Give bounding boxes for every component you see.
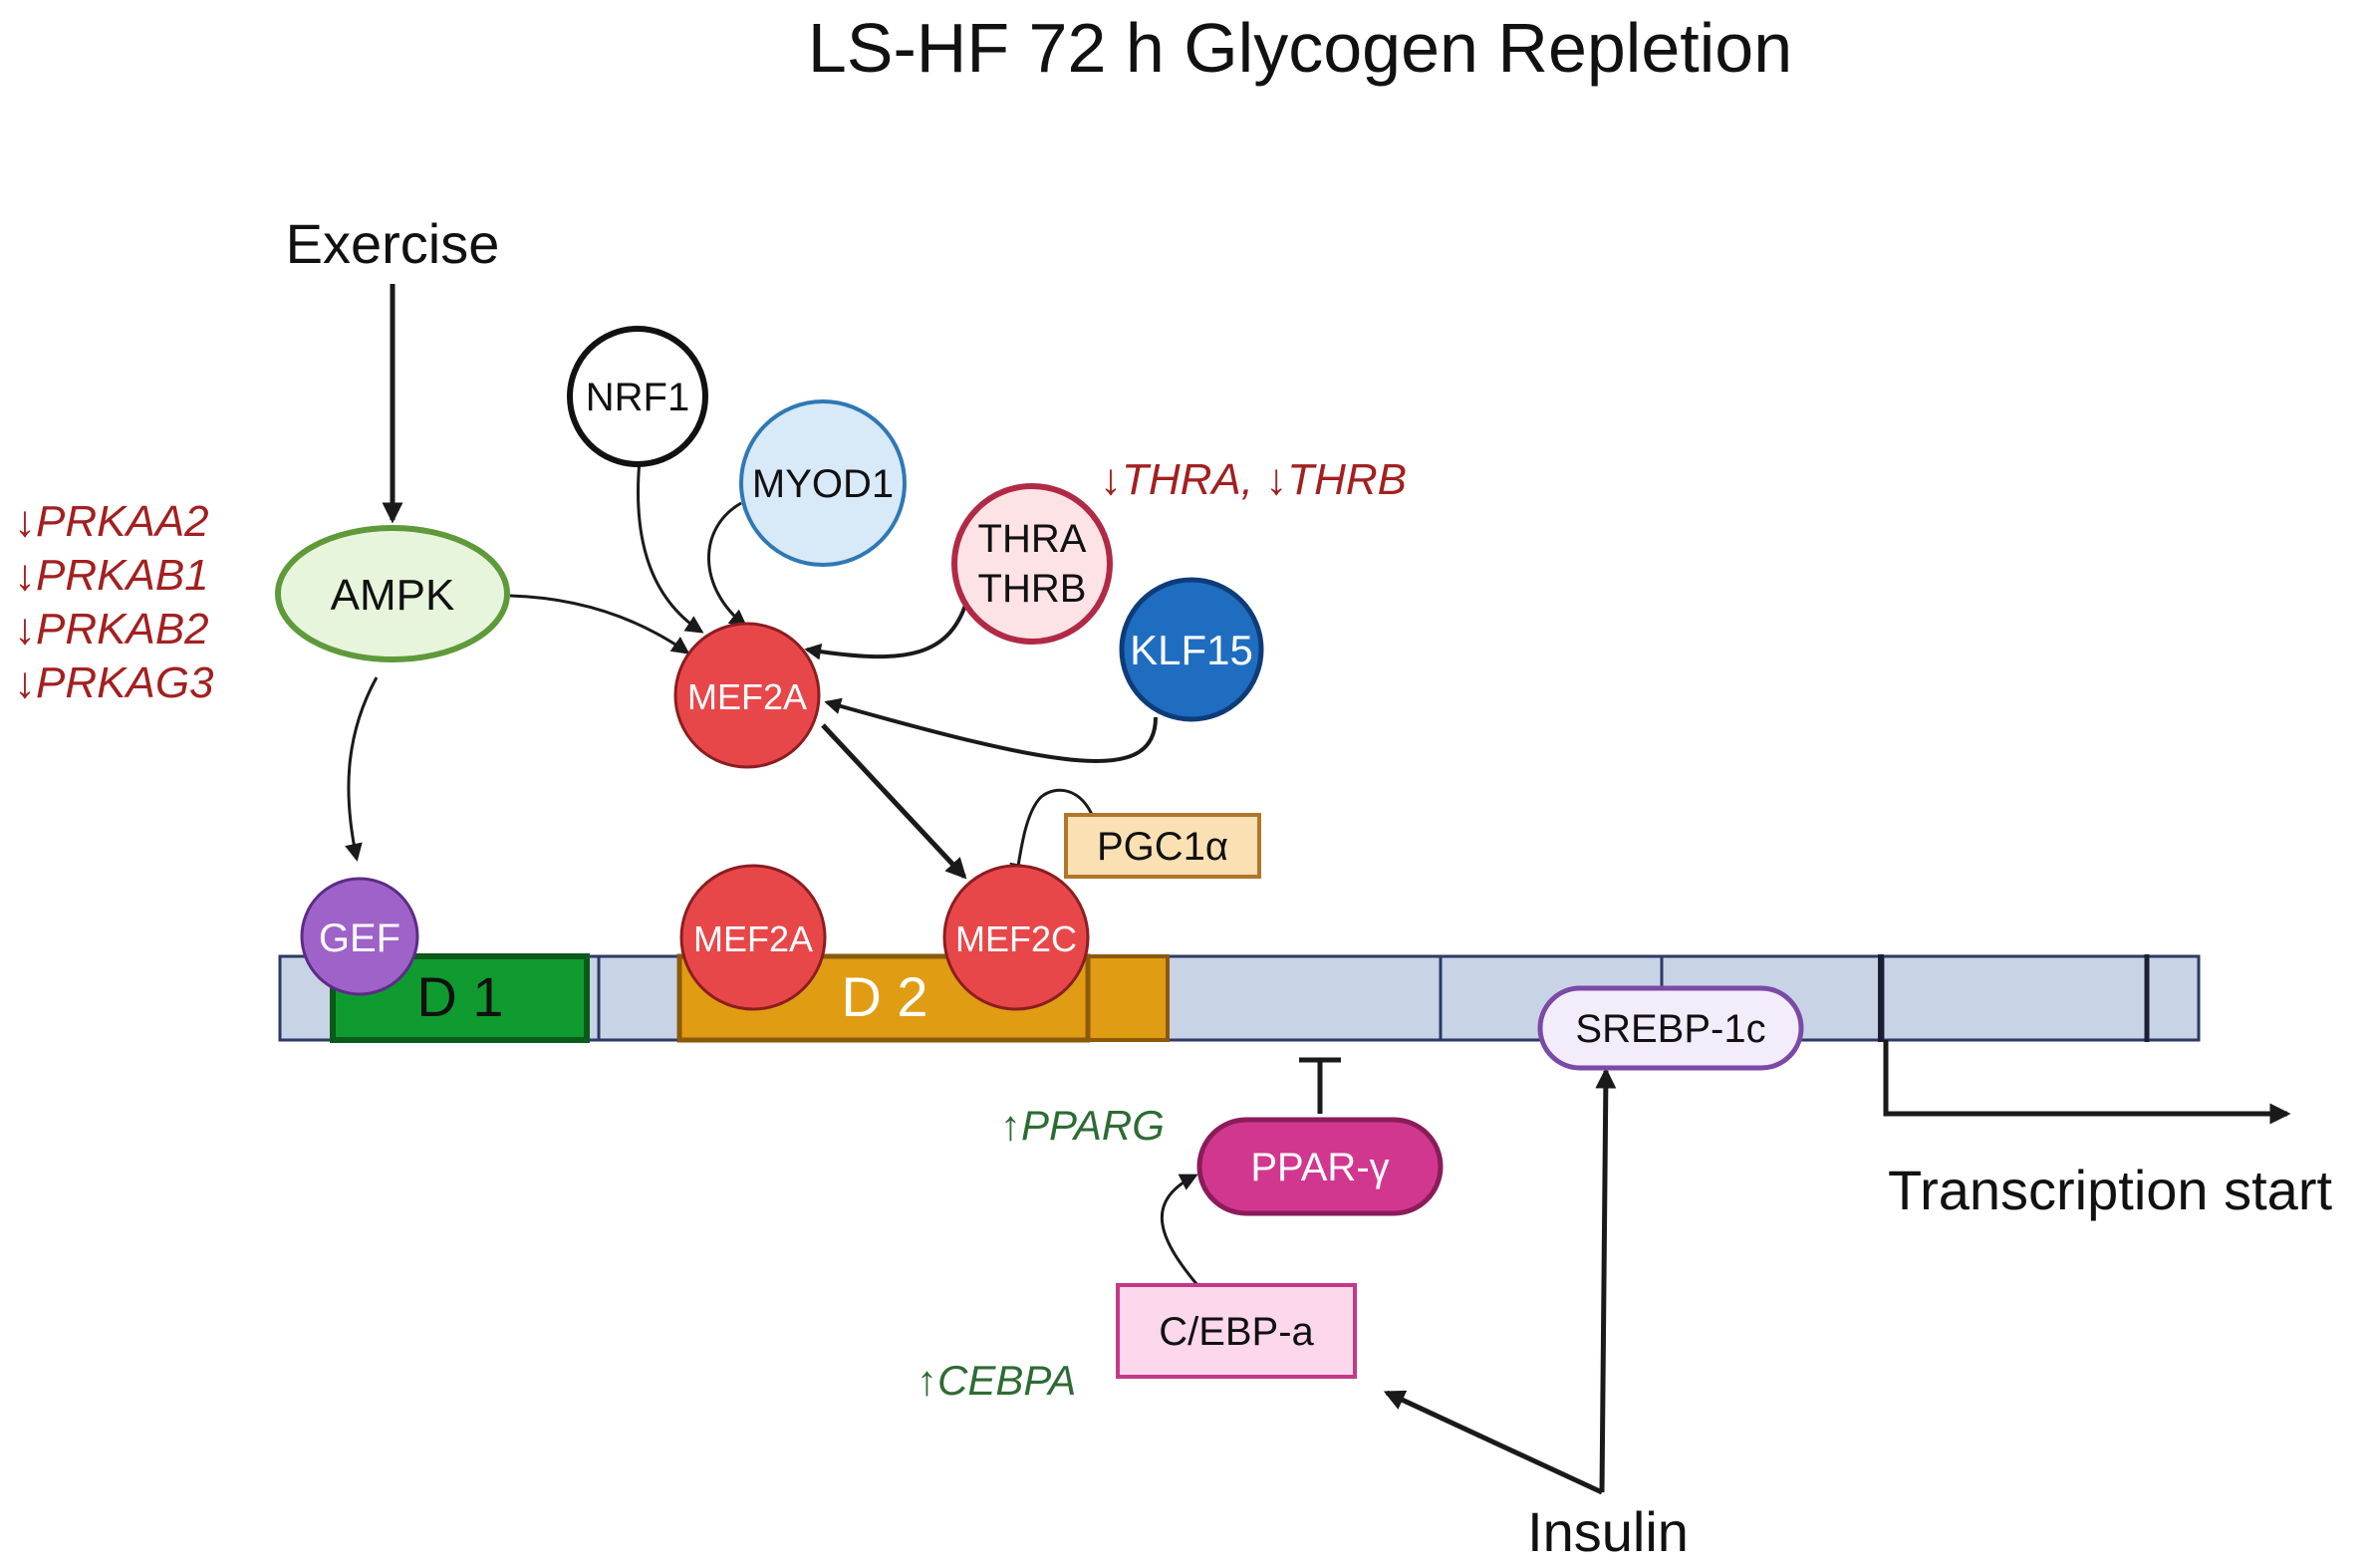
mef2a-bound-label: MEF2A xyxy=(693,918,813,959)
domain-2-label: D 2 xyxy=(841,965,927,1028)
gef-node: GEF xyxy=(300,877,419,996)
pparg-node: PPAR-γ xyxy=(1196,1117,1444,1216)
thr-node: THRA THRB xyxy=(951,483,1113,645)
mef2c-node: MEF2C xyxy=(942,864,1090,1011)
inhibit-pparg-dna xyxy=(1299,1057,1341,1114)
thra-label: THRA xyxy=(978,517,1087,561)
srebp1c-label: SREBP-1c xyxy=(1575,1007,1765,1051)
myod1-node: MYOD1 xyxy=(739,399,907,567)
thr-gene-changes: ↓THRA, ↓THRB xyxy=(1100,455,1407,504)
ampk-node: AMPK xyxy=(275,525,510,662)
arrow-thr-mef2a xyxy=(804,595,970,660)
pgc1a-node: PGC1α xyxy=(1064,813,1261,879)
thrb-label: THRB xyxy=(978,567,1087,611)
mef2a-top-node: MEF2A xyxy=(673,622,821,769)
arrow-insulin-cebpa xyxy=(1383,1390,1604,1495)
ampk-gene-item: ↓PRKAG3 xyxy=(14,658,214,707)
ampk-gene-item: ↓PRKAB2 xyxy=(14,605,209,653)
arrow-mef2a-mef2c xyxy=(821,723,967,880)
arrow-insulin-srebp xyxy=(1595,1067,1617,1493)
mef2a-bound-node: MEF2A xyxy=(679,864,827,1011)
klf15-node: KLF15 xyxy=(1119,577,1264,722)
pgc1a-label: PGC1α xyxy=(1097,825,1228,869)
transcription-start-label: Transcription start xyxy=(1888,1159,2333,1221)
transcription-start-arrow xyxy=(1883,1040,2291,1125)
insulin-label: Insulin xyxy=(1527,1500,1689,1563)
arrow-cebpa-pparg xyxy=(1160,1174,1199,1286)
cebpa-gene-change: ↑CEBPA xyxy=(917,1357,1076,1404)
cebpa-node: C/EBP-a xyxy=(1116,1283,1357,1379)
arrow-myod1-mef2a xyxy=(707,501,748,628)
pparg-gene-change: ↑PPARG xyxy=(1000,1102,1165,1149)
srebp1c-node: SREBP-1c xyxy=(1537,985,1804,1071)
arrow-nrf1-mef2a xyxy=(637,459,704,634)
arrow-ampk-gef xyxy=(345,676,379,862)
mef2c-label: MEF2C xyxy=(955,918,1077,959)
pparg-label: PPAR-γ xyxy=(1250,1146,1389,1189)
mef2a-top-label: MEF2A xyxy=(687,676,807,717)
ampk-gene-item: ↓PRKAA2 xyxy=(14,497,209,546)
ampk-gene-item: ↓PRKAB1 xyxy=(14,551,209,600)
cebpa-label: C/EBP-a xyxy=(1159,1310,1314,1354)
exercise-label: Exercise xyxy=(286,212,500,275)
myod1-label: MYOD1 xyxy=(752,462,894,506)
arrow-klf15-mef2a xyxy=(824,697,1158,763)
arrow-pgc1a-mef2c xyxy=(1009,788,1096,882)
diagram-title: LS-HF 72 h Glycogen Repletion xyxy=(808,9,1792,87)
klf15-label: KLF15 xyxy=(1130,627,1253,673)
ampk-label: AMPK xyxy=(331,571,455,620)
arrow-ampk-mef2a xyxy=(509,594,690,654)
ampk-gene-list: ↓PRKAA2 ↓PRKAB1 ↓PRKAB2 ↓PRKAG3 xyxy=(14,497,214,707)
nrf1-label: NRF1 xyxy=(586,376,689,419)
gef-label: GEF xyxy=(319,916,400,960)
nrf1-node: NRF1 xyxy=(567,326,708,467)
domain-1-label: D 1 xyxy=(416,965,503,1028)
